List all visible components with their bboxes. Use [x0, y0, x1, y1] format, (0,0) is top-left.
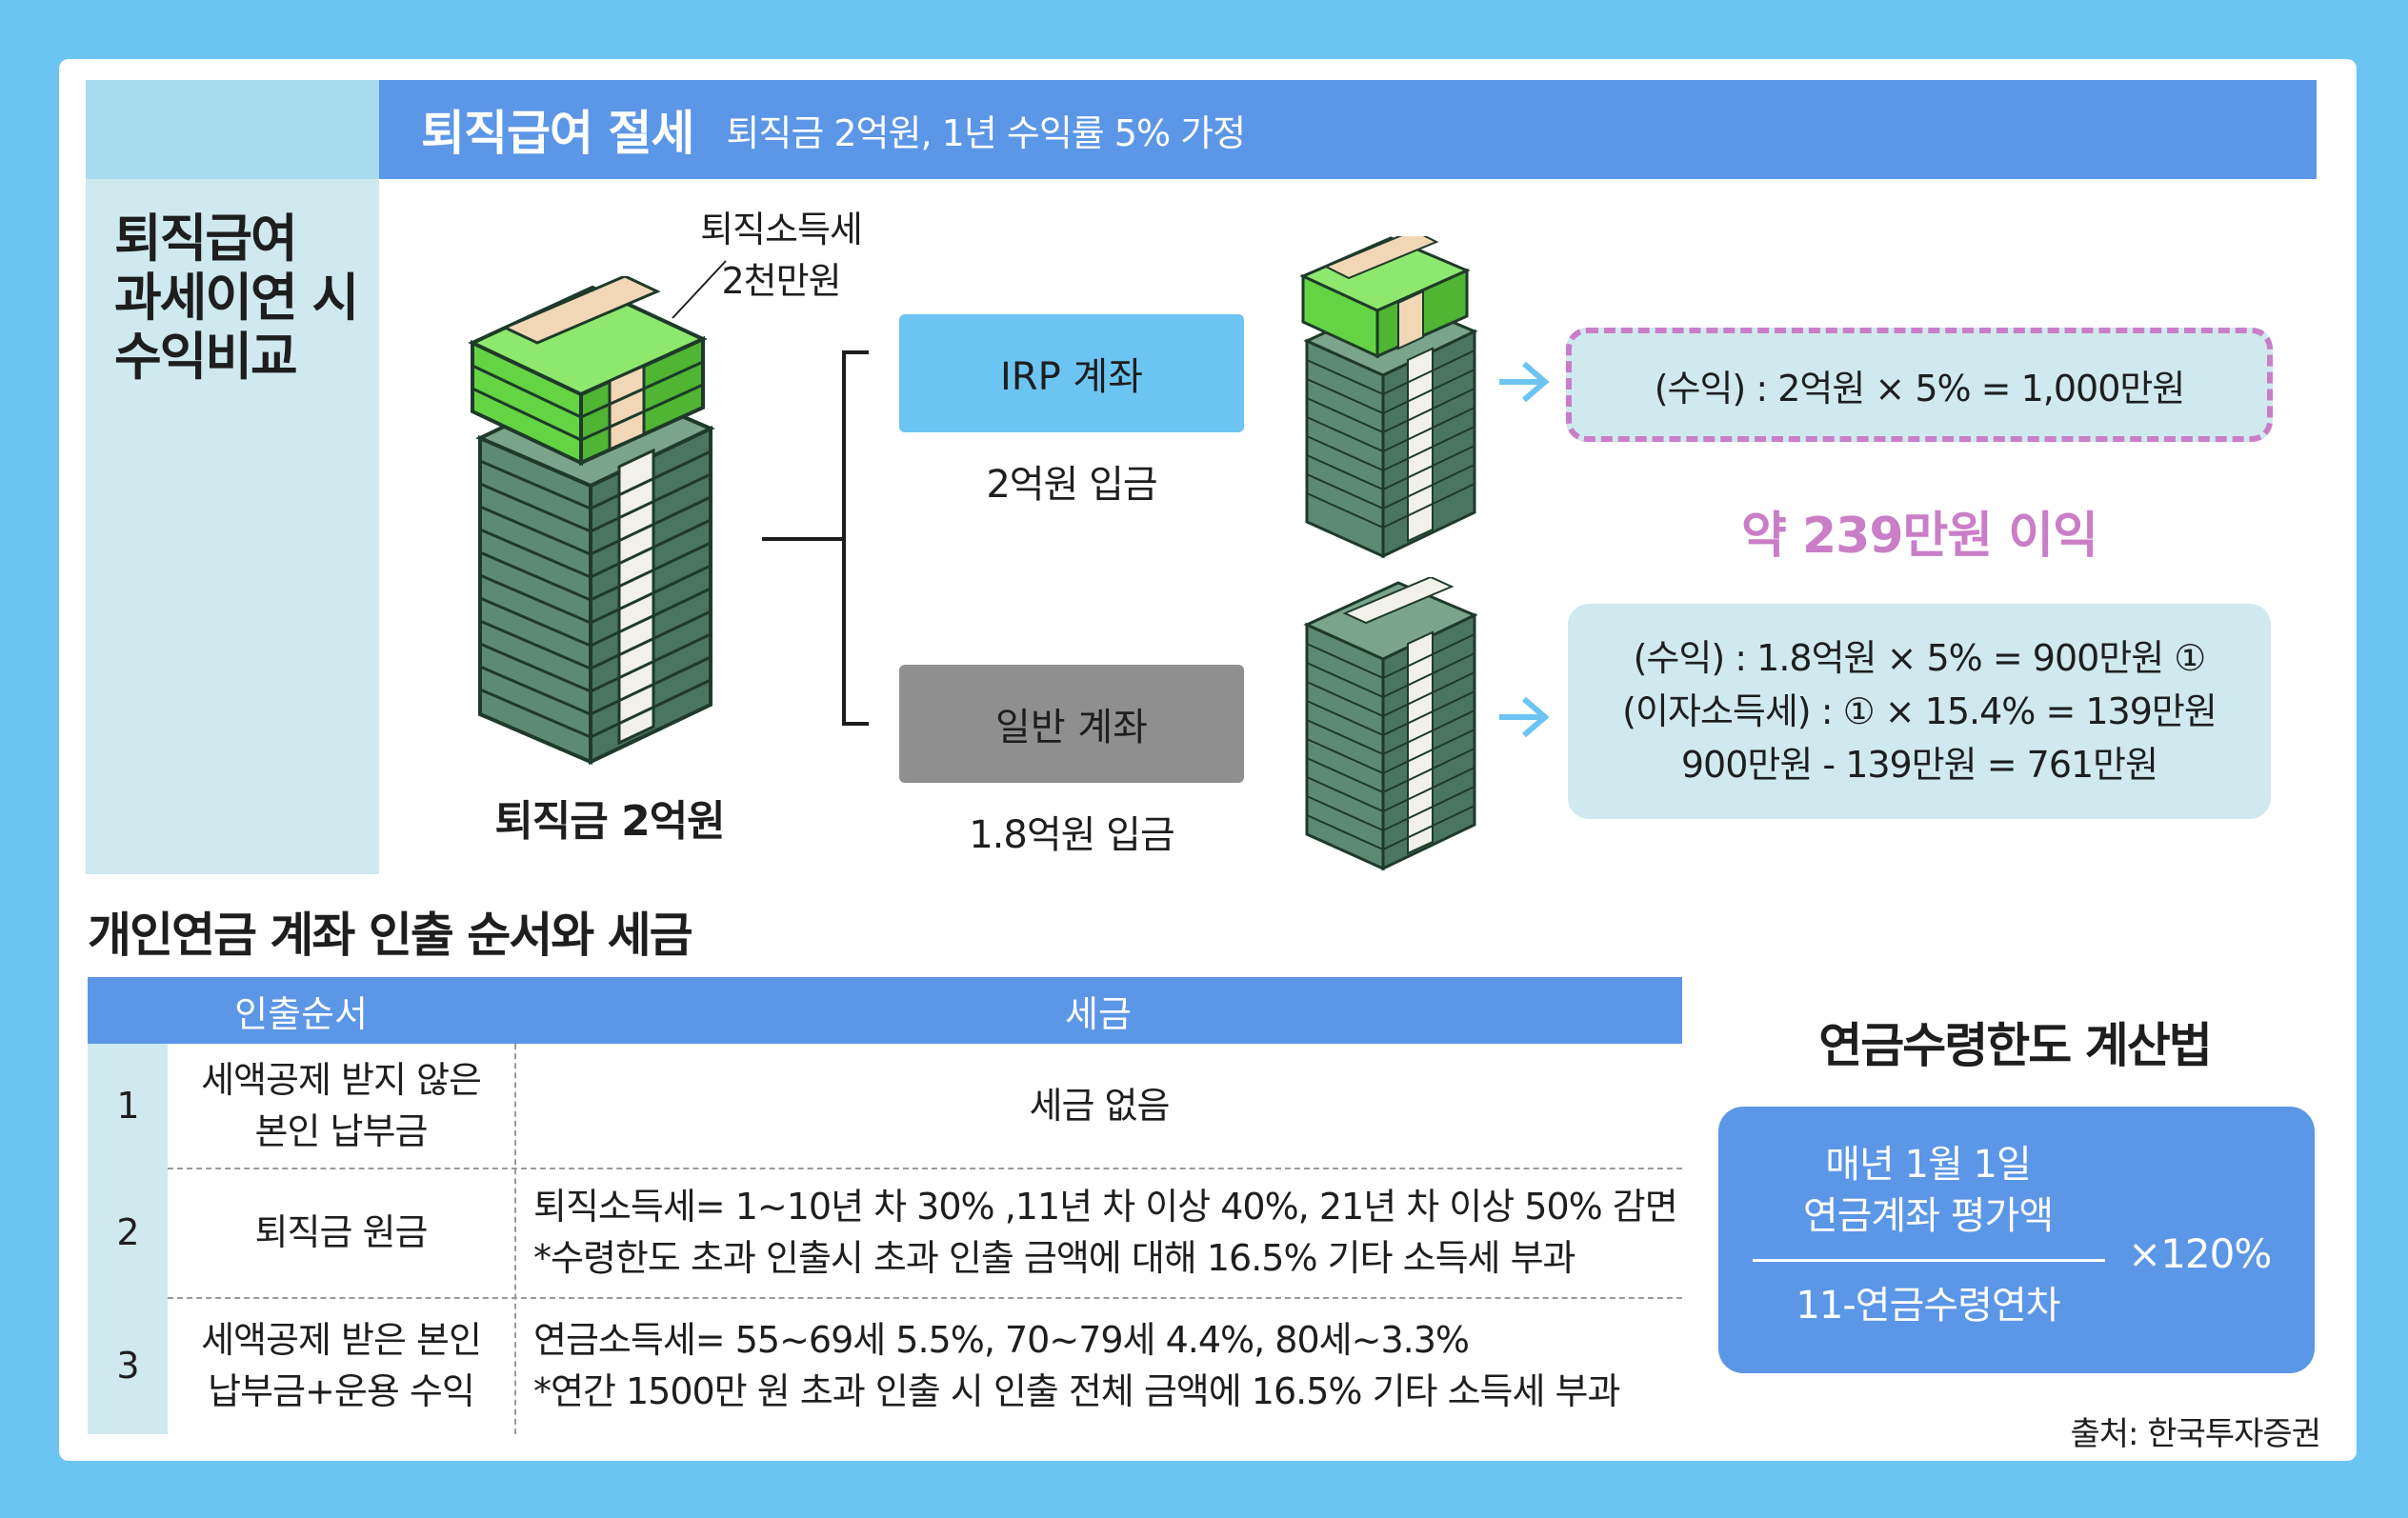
- calc-denominator: 11-연금수령연차: [1796, 1284, 2060, 1328]
- retirement-tax-label-line: 퇴직소득세: [700, 209, 863, 250]
- side-title-line: 수익비교: [114, 327, 298, 387]
- general-formula-line: (수익) : 1.8억원 × 5% = 900만원 ①: [1633, 637, 2207, 679]
- calc-numerator-line: 매년 1월 1일: [1825, 1143, 2032, 1187]
- order-line: 퇴직금 원금: [254, 1211, 429, 1253]
- table-header-tax: 세금: [1065, 992, 1132, 1035]
- header-subtitle: 퇴직금 2억원, 1년 수익률 5% 가정: [726, 111, 1246, 154]
- arrow-right-icon: [1499, 696, 1550, 738]
- irp-account-button[interactable]: IRP 계좌: [899, 314, 1244, 432]
- calc-multiplier: ×120%: [2128, 1230, 2272, 1277]
- money-stack-icon: [468, 276, 715, 766]
- tax-line: *연간 1500만 원 초과 인출 시 인출 전체 금액에 16.5% 기타 소…: [533, 1370, 1620, 1412]
- leader-line: [672, 260, 727, 319]
- tax-line: 연금소득세= 55~69세 5.5%, 70~79세 4.4%, 80세~3.3…: [533, 1319, 1470, 1361]
- table-row-tax: 세금 없음: [516, 1044, 1682, 1168]
- header-bar: 퇴직급여 절세 퇴직금 2억원, 1년 수익률 5% 가정: [379, 80, 2317, 179]
- table-row-order: 세액공제 받은 본인 납부금+운용 수익: [168, 1297, 514, 1434]
- tax-line: 세금 없음: [1029, 1085, 1171, 1127]
- table-title: 개인연금 계좌 인출 순서와 세금: [88, 908, 693, 963]
- general-formula-line: (이자소득세) : ① × 15.4% = 139만원: [1622, 690, 2217, 732]
- side-title-line: 퇴직급여: [114, 209, 298, 269]
- profit-label: 약 239만원 이익: [1741, 508, 2098, 565]
- calc-box: 매년 1월 1일 연금계좌 평가액 11-연금수령연차 ×120%: [1718, 1107, 2315, 1373]
- side-title-line: 과세이연 시: [114, 268, 359, 328]
- source-label: 출처: 한국투자증권: [2070, 1415, 2321, 1453]
- irp-formula-box: (수익) : 2억원 × 5% = 1,000만원: [1566, 328, 2273, 442]
- general-deposit-label: 1.8억원 입금: [969, 813, 1175, 857]
- irp-deposit-label: 2억원 입금: [986, 463, 1157, 507]
- table-row-order: 퇴직금 원금: [168, 1168, 514, 1297]
- retirement-amount-label: 퇴직금 2억원: [494, 797, 725, 846]
- fraction-line: [1753, 1259, 2105, 1262]
- table-row-divider: [168, 1168, 1682, 1169]
- table-number-column: [88, 1044, 168, 1434]
- table-row-number: 2: [116, 1211, 139, 1253]
- retirement-tax-label-line: 2천만원: [721, 260, 841, 302]
- table-row-number: 3: [116, 1345, 139, 1387]
- order-line: 납부금+운용 수익: [208, 1370, 475, 1412]
- header-left-block: [86, 80, 379, 179]
- bracket-connector: [762, 350, 869, 726]
- money-stack-icon: [1303, 577, 1478, 871]
- table-header: 인출순서 세금: [88, 977, 1682, 1044]
- order-line: 본인 납부금: [254, 1110, 429, 1152]
- table-row-order: 세액공제 받지 않은 본인 납부금: [168, 1044, 514, 1168]
- order-line: 세액공제 받은 본인: [201, 1319, 482, 1361]
- money-stack-icon: [1299, 236, 1478, 559]
- table-row-tax: 퇴직소득세= 1~10년 차 30% ,11년 차 이상 40%, 21년 차 …: [533, 1168, 1678, 1297]
- tax-line: 퇴직소득세= 1~10년 차 30% ,11년 차 이상 40%, 21년 차 …: [533, 1186, 1678, 1228]
- calc-numerator: 매년 1월 1일 연금계좌 평가액: [1747, 1139, 2109, 1242]
- table-column-divider: [514, 1044, 516, 1434]
- arrow-right-icon: [1499, 361, 1550, 403]
- side-title: 퇴직급여 과세이연 시 수익비교: [114, 210, 371, 387]
- calc-title: 연금수령한도 계산법: [1818, 1018, 2212, 1073]
- general-formula-line: 900만원 - 139만원 = 761만원: [1680, 744, 2158, 786]
- tax-line: *수령한도 초과 인출시 초과 인출 금액에 대해 16.5% 기타 소득세 부…: [533, 1237, 1576, 1279]
- general-account-button[interactable]: 일반 계좌: [899, 665, 1244, 783]
- table-row-number: 1: [116, 1085, 139, 1127]
- calc-numerator-line: 연금계좌 평가액: [1802, 1194, 2054, 1238]
- table-header-order: 인출순서: [234, 992, 368, 1035]
- retirement-tax-label: 퇴직소득세 2천만원: [686, 204, 876, 307]
- order-line: 세액공제 받지 않은: [201, 1059, 482, 1101]
- table-row-divider: [168, 1297, 1682, 1299]
- general-formula-box: (수익) : 1.8억원 × 5% = 900만원 ① (이자소득세) : ① …: [1568, 604, 2271, 819]
- side-panel: [86, 179, 379, 874]
- table-row-tax: 연금소득세= 55~69세 5.5%, 70~79세 4.4%, 80세~3.3…: [533, 1297, 1676, 1434]
- header-title: 퇴직급여 절세: [421, 106, 694, 161]
